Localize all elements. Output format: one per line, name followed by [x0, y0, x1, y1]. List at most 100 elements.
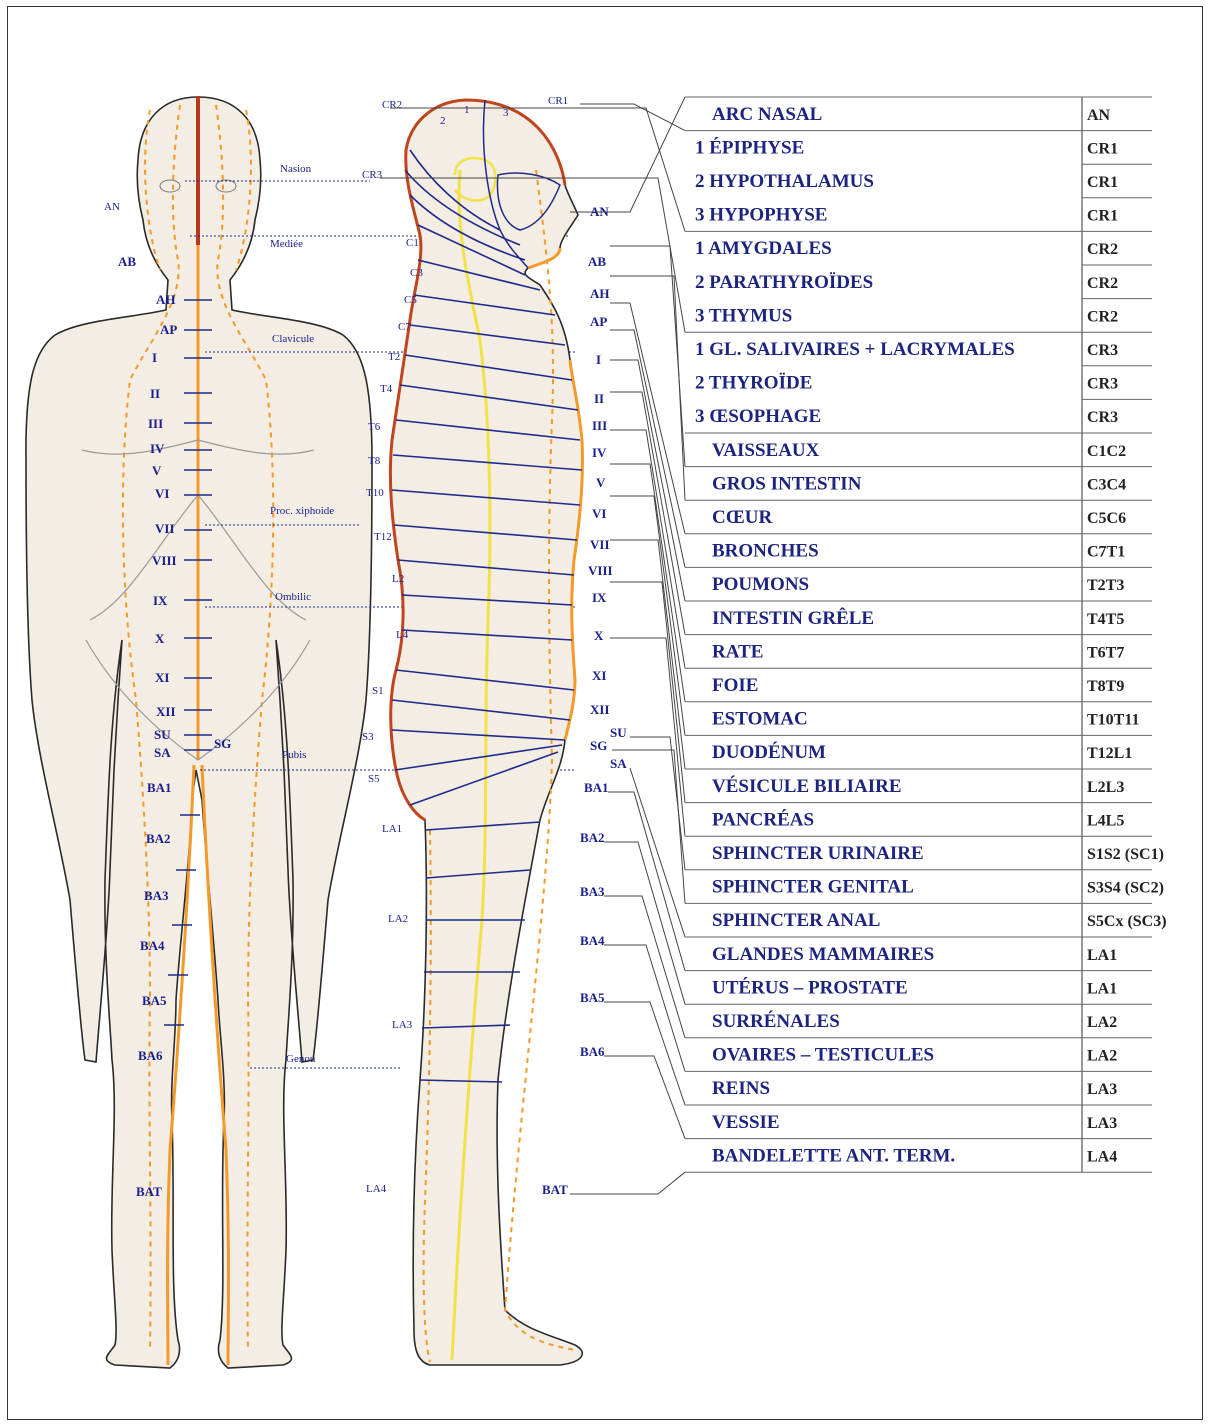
front-label-ba5: BA5 [142, 993, 167, 1008]
front-label-ah: AH [156, 292, 176, 307]
side-label-l2: L2 [392, 573, 404, 585]
side-label-c5: C5 [404, 294, 417, 306]
side-label-ba3: BA3 [580, 884, 605, 899]
table-organ-label: VESSIE [712, 1112, 780, 1133]
table-organ-label: 1 ÉPIPHYSE [695, 136, 804, 158]
table-code-label: T10T11 [1087, 712, 1139, 729]
table-code-label: T12L1 [1087, 745, 1132, 762]
landmark-clavicule: Clavicule [272, 333, 314, 345]
table-code-label: LA2 [1087, 1048, 1117, 1065]
side-label-ba6: BA6 [580, 1044, 605, 1059]
table-code-label: CR3 [1087, 342, 1118, 359]
leader-line [570, 97, 685, 212]
table-code-label: S5Cx (SC3) [1087, 913, 1167, 930]
front-label-sg: SG [214, 736, 231, 751]
front-label-ba2: BA2 [146, 831, 171, 846]
side-label-c7: C7 [398, 321, 411, 333]
table-organ-label: POUMONS [712, 574, 809, 595]
landmark-mediee: Mediée [270, 238, 303, 250]
front-label-ii: II [150, 386, 160, 401]
front-label-iv: IV [150, 441, 165, 456]
side-label-v: V [596, 475, 606, 490]
front-label-ab: AB [118, 254, 136, 269]
table-code-label: L4L5 [1087, 812, 1124, 829]
front-label-ix: IX [153, 593, 168, 608]
front-label-ba1: BA1 [147, 780, 172, 795]
table-code-label: CR1 [1087, 208, 1118, 225]
leader-line [610, 330, 685, 567]
table-code-label: CR2 [1087, 308, 1118, 325]
side-label-t8: T8 [368, 455, 381, 467]
side-label-s3: S3 [362, 731, 374, 743]
table-organ-label: SPHINCTER ANAL [712, 910, 880, 931]
table-code-label: AN [1087, 107, 1111, 124]
side-label-x: X [594, 628, 604, 643]
table-organ-label: ESTOMAC [712, 709, 808, 730]
side-label-cr2: CR2 [382, 99, 402, 111]
side-label-c1: C1 [406, 237, 419, 249]
side-label-la2: LA2 [388, 913, 408, 925]
table-code-label: LA1 [1087, 947, 1117, 964]
side-label-1: 1 [464, 104, 470, 116]
table-organ-label: BRONCHES [712, 541, 819, 562]
side-label-3: 3 [503, 107, 509, 119]
landmark-genou: Genou [286, 1053, 316, 1065]
landmark-ombilic: Ombilic [275, 591, 311, 603]
side-label-t4: T4 [380, 383, 393, 395]
table-organ-label: INTESTIN GRÊLE [712, 607, 874, 629]
front-label-viii: VIII [152, 553, 177, 568]
table-code-label: S3S4 (SC2) [1087, 880, 1164, 897]
table-organ-label: 2 THYROÏDE [695, 373, 812, 394]
side-label-xii: XII [590, 702, 610, 717]
table-organ-label: PANCRÉAS [712, 808, 814, 830]
table-code-label: T6T7 [1087, 644, 1124, 661]
side-label-t10: T10 [366, 487, 384, 499]
front-label-xii: XII [156, 704, 176, 719]
leader-line [610, 276, 685, 500]
table-organ-label: RATE [712, 641, 763, 662]
table-organ-label: BANDELETTE ANT. TERM. [712, 1145, 955, 1166]
table-code-label: C7T1 [1087, 544, 1125, 561]
table-organ-label: DUODÉNUM [712, 741, 826, 763]
table-organ-label: 3 ŒSOPHAGE [695, 406, 821, 427]
front-label-x: X [155, 631, 165, 646]
table-organ-label: 3 HYPOPHYSE [695, 205, 827, 226]
side-label-s1: S1 [372, 685, 384, 697]
table-organ-label: GLANDES MAMMAIRES [712, 944, 934, 965]
side-label-l4: L4 [396, 629, 409, 641]
side-label-t2: T2 [388, 351, 400, 363]
table-code-label: L2L3 [1087, 779, 1124, 796]
front-label-an: AN [104, 201, 120, 213]
side-label-vii: VII [590, 537, 610, 552]
side-label-2: 2 [440, 115, 446, 127]
table-organ-label: ARC NASAL [712, 104, 822, 125]
table-organ-label: 3 THYMUS [695, 305, 792, 326]
leader-line [570, 1172, 685, 1194]
side-label-ix: IX [592, 590, 607, 605]
front-label-iii: III [148, 416, 163, 431]
front-label-bat: BAT [136, 1184, 162, 1199]
side-label-ba2: BA2 [580, 830, 605, 845]
table-code-label: CR1 [1087, 174, 1118, 191]
table-organ-label: 2 PARATHYROÏDES [695, 272, 873, 293]
table-code-label: CR2 [1087, 275, 1118, 292]
leader-line [604, 896, 685, 1038]
table-code-label: LA1 [1087, 980, 1117, 997]
table-code-label: LA3 [1087, 1115, 1117, 1132]
side-label-i: I [596, 352, 601, 367]
landmark-xiphoide: Proc. xiphoide [270, 505, 334, 517]
side-label-la1: LA1 [382, 823, 402, 835]
front-label-ba6: BA6 [138, 1048, 163, 1063]
side-label-ba4: BA4 [580, 933, 605, 948]
table-code-label: T2T3 [1087, 577, 1124, 594]
table-code-label: LA2 [1087, 1014, 1117, 1031]
side-label-ii: II [594, 391, 604, 406]
side-label-bat: BAT [542, 1182, 568, 1197]
table-code-label: CR3 [1087, 409, 1118, 426]
side-label-vi: VI [592, 506, 606, 521]
front-label-vi: VI [155, 486, 169, 501]
table-code-label: CR3 [1087, 376, 1118, 393]
front-label-sa: SA [154, 745, 171, 760]
